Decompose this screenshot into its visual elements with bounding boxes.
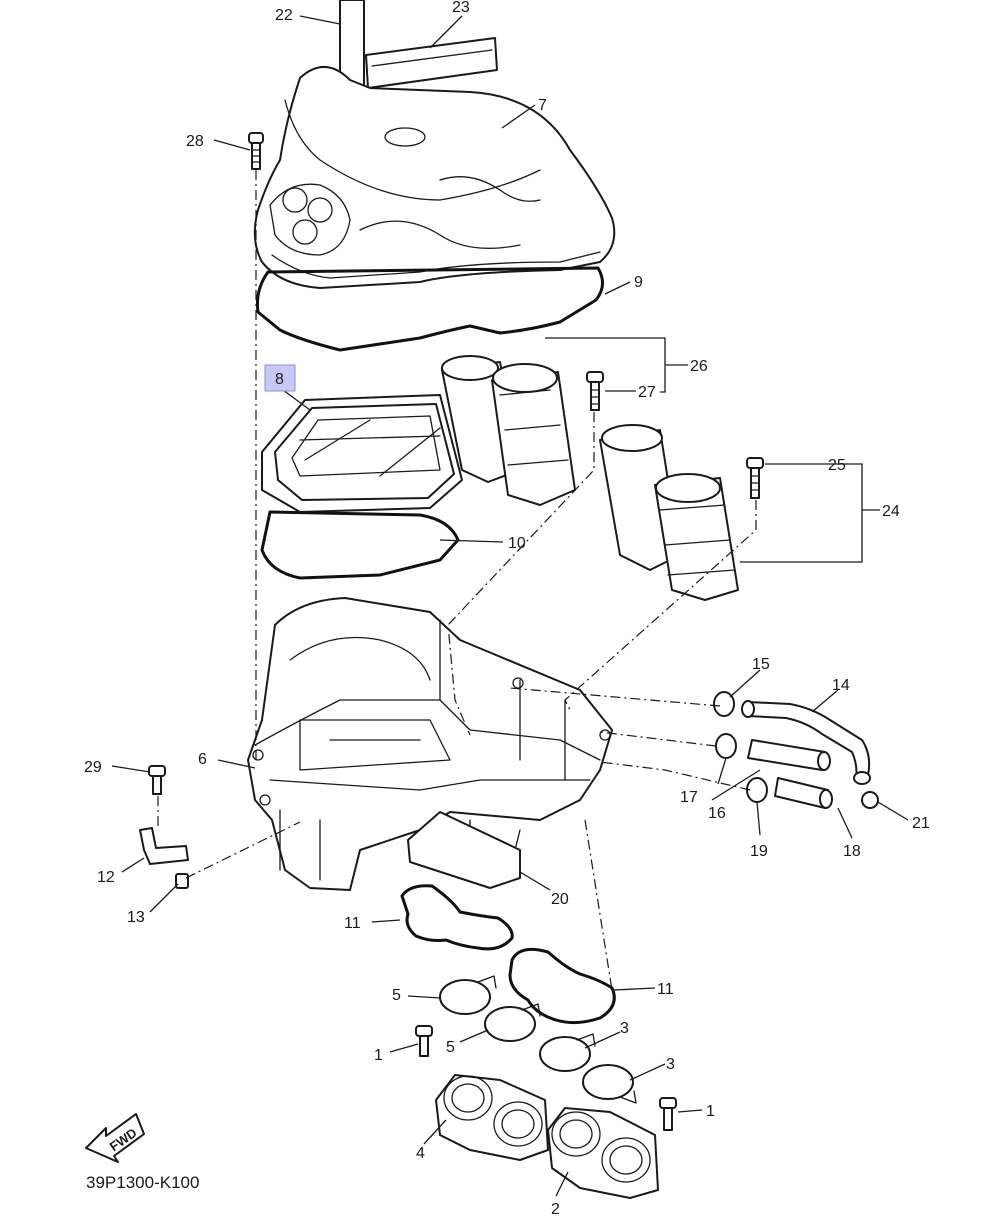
callout-2: 2 — [551, 1201, 560, 1218]
part-25-screw[interactable] — [746, 457, 764, 499]
callout-24: 24 — [882, 503, 900, 520]
callout-11b: 11 — [657, 981, 674, 998]
callout-13: 13 — [127, 909, 145, 926]
part-11-gasket-right[interactable] — [508, 947, 616, 1025]
callout-28: 28 — [186, 133, 204, 150]
part-29-screw[interactable] — [148, 765, 166, 795]
part-16-hose[interactable] — [747, 739, 831, 771]
alignment-lines — [157, 170, 757, 991]
part-1-screw-a[interactable] — [415, 1025, 433, 1057]
callout-15: 15 — [752, 656, 770, 673]
part-4-joint[interactable] — [435, 1074, 549, 1161]
callout-labels: 22 23 7 28 9 8 26 27 25 24 10 15 14 29 6… — [84, 0, 930, 1218]
part-1-screw-b[interactable] — [659, 1097, 677, 1131]
part-20-tube[interactable] — [407, 811, 521, 889]
part-6-airbox-case[interactable] — [247, 597, 613, 891]
part-11-gasket-left[interactable] — [400, 884, 514, 951]
callout-3a: 3 — [620, 1020, 629, 1037]
part-2-joint[interactable] — [547, 1107, 659, 1199]
callout-14: 14 — [832, 677, 850, 694]
callout-1a: 1 — [374, 1047, 383, 1064]
callout-26: 26 — [690, 358, 708, 375]
part-27-screw[interactable] — [586, 371, 604, 411]
part-13-collar[interactable] — [175, 873, 189, 889]
callout-9: 9 — [634, 274, 643, 291]
part-14-hose[interactable] — [741, 700, 871, 785]
callout-21: 21 — [912, 815, 930, 832]
part-5-clamp-a[interactable] — [439, 975, 497, 1015]
part-3-clamp-a[interactable] — [539, 1033, 596, 1072]
callout-11a: 11 — [344, 915, 361, 932]
part-10-gasket[interactable] — [260, 510, 460, 580]
part-26-velocity-stack-assy[interactable] — [441, 355, 576, 506]
callout-19: 19 — [750, 843, 768, 860]
callout-5a: 5 — [392, 987, 401, 1004]
callout-3b: 3 — [666, 1056, 675, 1073]
callout-4: 4 — [416, 1145, 425, 1162]
part-12-bracket[interactable] — [139, 827, 189, 865]
callout-17: 17 — [680, 789, 698, 806]
part-5-clamp-b[interactable] — [484, 1003, 541, 1042]
callout-7: 7 — [538, 97, 547, 114]
leader-lines — [111, 15, 909, 1197]
diagram-code: 39P1300-K100 — [86, 1173, 200, 1192]
part-21-cap[interactable] — [861, 791, 879, 809]
callout-8: 8 — [275, 371, 284, 388]
part-9-gasket[interactable] — [256, 266, 604, 352]
callout-1b: 1 — [706, 1103, 715, 1120]
callout-25: 25 — [828, 457, 846, 474]
part-15-clamp[interactable] — [713, 691, 735, 717]
part-24-velocity-stack-assy[interactable] — [599, 424, 739, 601]
highlight-box-part-8 — [264, 364, 296, 392]
callout-12: 12 — [97, 869, 115, 886]
callout-5b: 5 — [446, 1039, 455, 1056]
fwd-arrow-icon: FWD — [85, 1113, 145, 1163]
callout-27: 27 — [638, 384, 656, 401]
callout-20: 20 — [551, 891, 569, 908]
callout-6: 6 — [198, 751, 207, 768]
part-28-screw[interactable] — [248, 132, 264, 170]
part-8-air-filter[interactable] — [261, 394, 463, 513]
part-18-hose[interactable] — [774, 777, 833, 809]
callout-29: 29 — [84, 759, 102, 776]
part-7-airbox-cover[interactable] — [253, 66, 616, 289]
callout-23: 23 — [452, 0, 470, 16]
callout-16: 16 — [708, 805, 726, 822]
part-3-clamp-b[interactable] — [582, 1064, 637, 1104]
part-23-strap[interactable] — [365, 37, 498, 89]
callout-10: 10 — [508, 535, 526, 552]
callout-22: 22 — [275, 7, 293, 24]
part-17-clamp[interactable] — [715, 733, 737, 759]
callout-18: 18 — [843, 843, 861, 860]
